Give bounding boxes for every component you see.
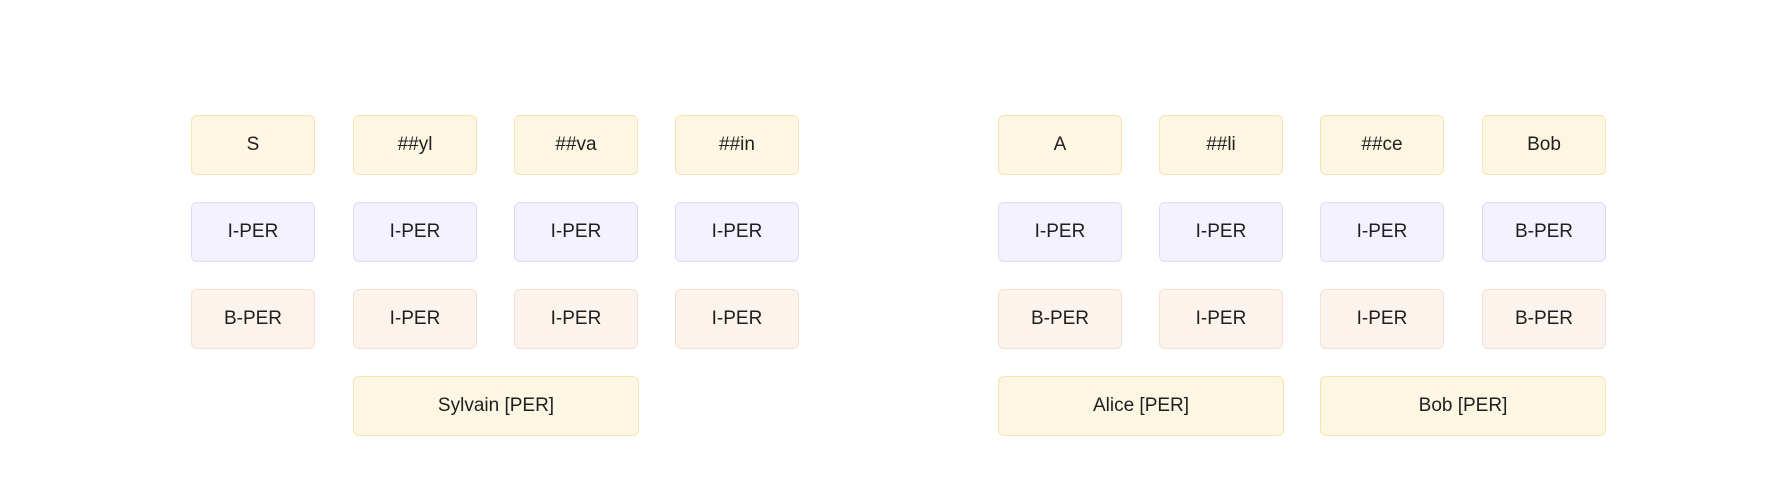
label-box: I-PER [353,289,477,349]
prediction-box: I-PER [514,202,638,262]
label-box: B-PER [998,289,1122,349]
prediction-box: I-PER [1159,202,1283,262]
label-box: I-PER [1320,289,1444,349]
prediction-box: I-PER [191,202,315,262]
entity-box: Bob [PER] [1320,376,1606,436]
token-box: ##in [675,115,799,175]
label-box: I-PER [675,289,799,349]
label-box: I-PER [514,289,638,349]
token-box: Bob [1482,115,1606,175]
prediction-box: B-PER [1482,202,1606,262]
entity-box: Alice [PER] [998,376,1284,436]
label-box: I-PER [1159,289,1283,349]
token-box: ##ce [1320,115,1444,175]
prediction-box: I-PER [998,202,1122,262]
token-box: ##yl [353,115,477,175]
token-box: ##va [514,115,638,175]
prediction-box: I-PER [1320,202,1444,262]
token-box: A [998,115,1122,175]
entity-box: Sylvain [PER] [353,376,639,436]
prediction-box: I-PER [353,202,477,262]
token-box: ##li [1159,115,1283,175]
token-box: S [191,115,315,175]
label-box: B-PER [1482,289,1606,349]
prediction-box: I-PER [675,202,799,262]
label-box: B-PER [191,289,315,349]
